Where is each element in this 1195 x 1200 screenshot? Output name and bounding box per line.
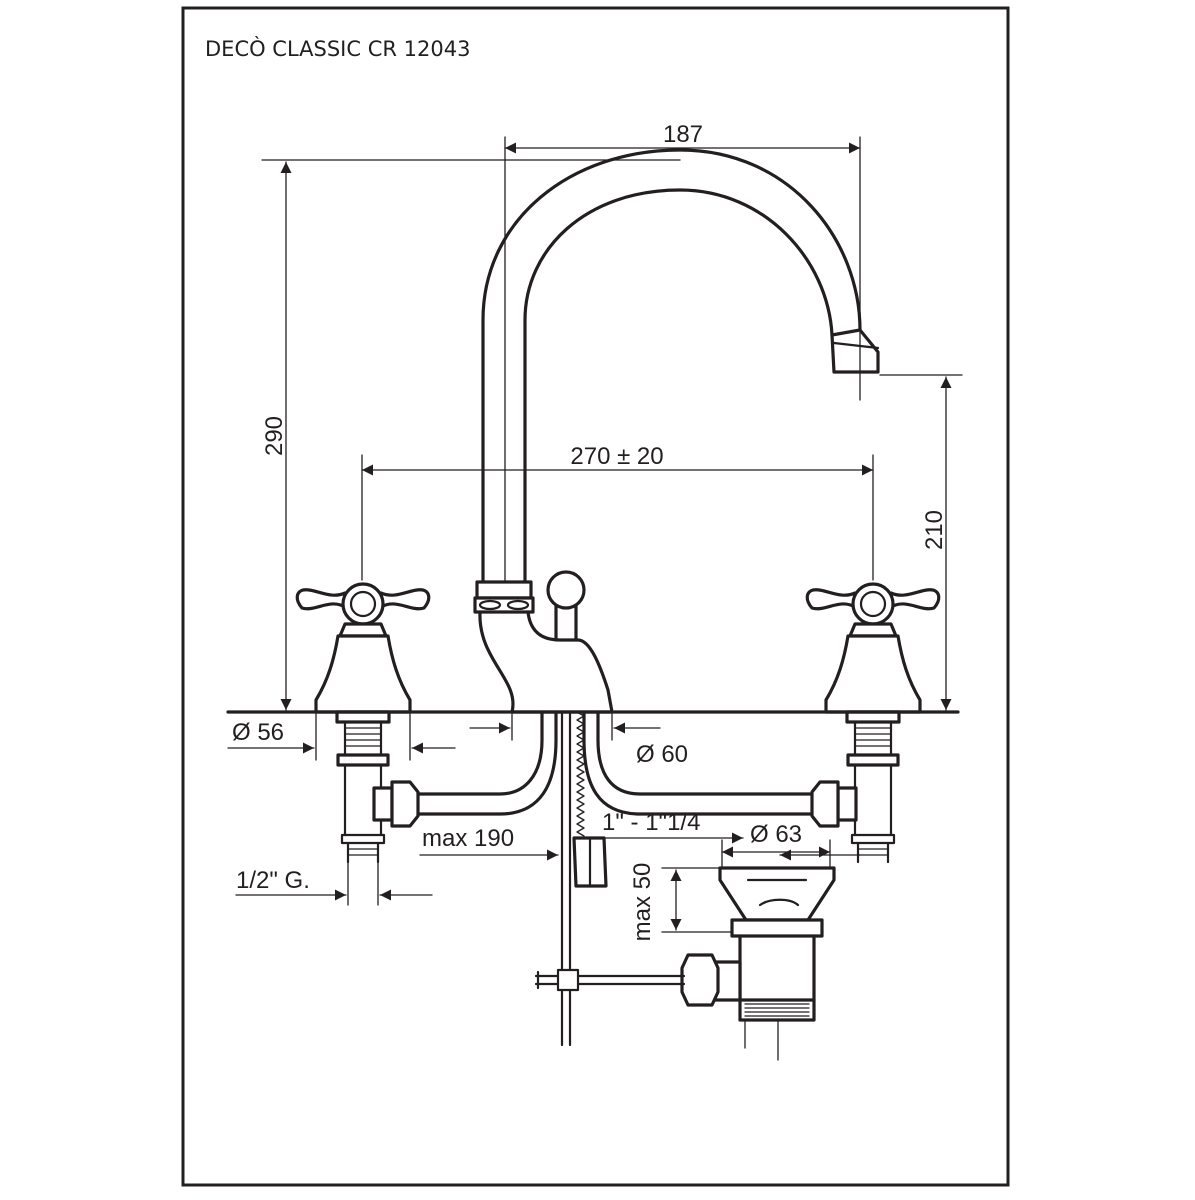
dim-side-base-diameter-label: Ø 56: [232, 719, 284, 746]
dimension-drain-max-height: max 50: [629, 863, 733, 942]
left-cross-handle-valve: [295, 582, 431, 864]
dimension-center-distance: 270 ± 20: [361, 443, 874, 581]
dim-total-height-label: 290: [261, 416, 288, 456]
dim-drain-max-height-label: max 50: [629, 863, 656, 942]
dimension-spout-height: 210: [879, 374, 963, 711]
dim-drain-thread-label: 1" - 1"1/4: [602, 809, 700, 836]
dimension-rod-max-length: max 190: [419, 825, 559, 861]
dim-rod-max-length-label: max 190: [422, 825, 514, 852]
right-cross-handle-valve: [805, 582, 941, 864]
spout-collar: [475, 580, 533, 600]
drawing-frame: [181, 6, 1010, 1187]
dimension-drain-diameter: Ø 63: [721, 821, 831, 867]
dim-spout-reach-label: 187: [663, 121, 703, 148]
dim-center-base-diameter-label: Ø 60: [636, 741, 688, 768]
dimension-drain-thread: 1" - 1"1/4: [599, 809, 861, 1061]
dimension-center-base-diameter: Ø 60: [469, 713, 688, 768]
dim-drain-diameter-label: Ø 63: [750, 821, 802, 848]
dim-center-distance-label: 270 ± 20: [570, 443, 663, 470]
spout: [473, 148, 880, 714]
pop-up-waste: [534, 866, 836, 1022]
dimension-connection-thread: 1/2" G.: [235, 861, 433, 906]
drawing-title: DECÒ CLASSIC CR 12043: [205, 36, 470, 61]
aerator: [830, 328, 880, 374]
dimension-total-height: 290: [261, 159, 681, 711]
pop-up-knob: [546, 570, 586, 642]
dimension-side-base-diameter: Ø 56: [227, 713, 456, 761]
dim-spout-height-label: 210: [921, 510, 948, 550]
dimension-spout-reach: 187: [504, 121, 861, 583]
dim-connection-thread-label: 1/2" G.: [236, 867, 310, 894]
